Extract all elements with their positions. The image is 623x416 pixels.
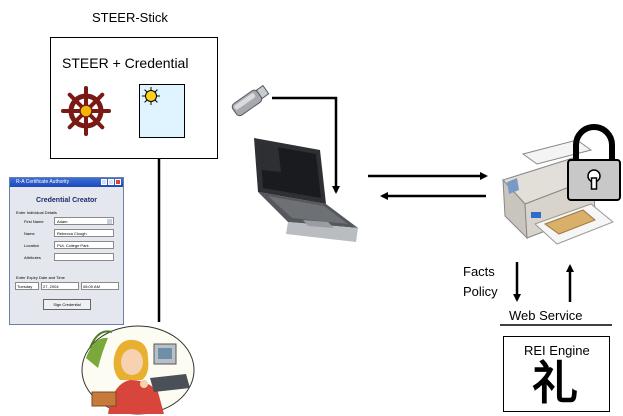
location-input[interactable]: PUL College Park xyxy=(54,241,114,249)
credential-creator-heading: Credential Creator xyxy=(35,197,98,204)
maximize-button[interactable] xyxy=(108,179,114,185)
form-row-first-name: First Name Adam xyxy=(10,217,123,227)
steer-credential-box: STEER + Credential xyxy=(50,37,218,159)
rei-glyph: 礼 xyxy=(532,356,578,410)
expiry-date-select[interactable]: 27, 2004 xyxy=(41,282,79,290)
field-label: Location xyxy=(24,243,40,248)
steer-stick-label: STEER-Stick xyxy=(92,10,168,25)
rei-engine-box: REI Engine 礼 xyxy=(503,336,610,412)
field-label: First Name xyxy=(24,219,44,224)
form-row-attributes: Attributes xyxy=(10,253,123,263)
policy-label: Policy xyxy=(463,284,498,299)
ship-wheel-icon xyxy=(61,86,111,136)
padlock-icon xyxy=(567,124,621,201)
field-label: Attributes xyxy=(24,255,41,260)
laptop-icon xyxy=(254,138,358,242)
woman-at-desk-icon xyxy=(81,325,195,415)
expiry-time-input[interactable]: 08:00 AM xyxy=(81,282,119,290)
usb-stick-icon xyxy=(231,84,270,117)
close-button[interactable] xyxy=(115,179,121,185)
field-label: Name xyxy=(24,231,35,236)
arrow-usb-to-laptop xyxy=(272,96,340,194)
form-row-location: Location PUL College Park xyxy=(10,241,123,251)
sun-icon xyxy=(142,87,160,105)
window-title: R-A Certificate Authority xyxy=(16,179,70,185)
attributes-input[interactable] xyxy=(54,253,114,261)
form-row-name: Name Rebecca Clough xyxy=(10,229,123,239)
expiry-row: Tuesday 27, 2004 08:00 AM xyxy=(15,282,123,292)
rei-engine-label: REI Engine xyxy=(524,343,590,358)
expiry-day-select[interactable]: Tuesday xyxy=(15,282,39,290)
name-input[interactable]: Rebecca Clough xyxy=(54,229,114,237)
sign-credential-button[interactable]: Sign Credential xyxy=(43,299,91,310)
web-service-label: Web Service xyxy=(509,308,583,323)
steer-credential-label: STEER + Credential xyxy=(62,55,189,71)
first-name-select[interactable]: Adam xyxy=(54,217,114,225)
credential-creator-window: R-A Certificate Authority Credential Cre… xyxy=(9,177,124,325)
details-section-label: Enter Individual Details xyxy=(16,210,57,215)
expiry-section-label: Enter Expiry Date and Time xyxy=(16,275,65,280)
minimize-button[interactable] xyxy=(101,179,107,185)
facts-label: Facts xyxy=(463,264,495,279)
window-titlebar: R-A Certificate Authority xyxy=(10,178,123,187)
